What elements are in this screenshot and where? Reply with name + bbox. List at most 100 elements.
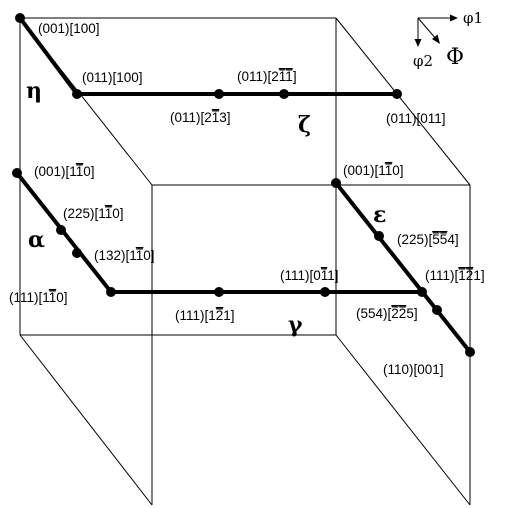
orientation-direction: 0] [143, 248, 154, 263]
axis-phi2-arrow [417, 17, 438, 41]
orientation-point [432, 305, 442, 315]
orientation-label: (111)[011] [280, 268, 339, 283]
orientation-direction: 1] [327, 268, 338, 283]
orientation-direction: 1] [223, 308, 234, 323]
orientation-point [106, 287, 116, 297]
orientation-point [72, 89, 82, 99]
orientation-index-bar: 2 [399, 306, 407, 321]
orientation-direction: 0] [392, 163, 403, 178]
orientation-point [214, 287, 224, 297]
orientation-direction: [1 [205, 308, 216, 323]
orientation-direction: 1] [473, 268, 484, 283]
eta-fiber-line [18, 16, 79, 96]
orientation-label: (554)[225] [356, 306, 418, 321]
orientation-direction: [100] [70, 21, 100, 36]
orientation-index-bar: 2 [216, 308, 224, 323]
orientation-plane: (011) [82, 70, 113, 85]
orientation-plane: (111) [9, 290, 39, 305]
orientation-plane: (225) [63, 206, 95, 221]
orientation-label: (011)[211] [237, 69, 297, 84]
orientation-direction: [ [455, 268, 459, 283]
orientation-index-bar: 1 [76, 164, 84, 179]
orientation-direction: [1 [375, 163, 386, 178]
orientation-plane: (225) [397, 232, 429, 247]
orientation-index-bar: 1 [385, 163, 393, 178]
orientation-direction: 0] [83, 164, 94, 179]
orientation-label: (111)[121] [175, 308, 235, 323]
orientation-plane: (111) [280, 268, 310, 283]
cube-edge [335, 17, 471, 186]
orientation-index-bar: 1 [105, 206, 113, 221]
orientation-direction: [1 [39, 290, 50, 305]
orientation-plane: (011) [237, 69, 268, 84]
orientation-label: (001)[110] [343, 163, 404, 178]
orientation-direction: 0] [56, 290, 67, 305]
orientation-index-bar: 5 [432, 232, 440, 247]
orientation-direction: 5] [406, 306, 417, 321]
orientation-label: (110)[001] [383, 362, 444, 377]
orientation-plane: (011) [386, 111, 417, 126]
orientation-point [331, 178, 341, 188]
orientation-point [417, 287, 427, 297]
orientation-plane: (111) [175, 308, 205, 323]
axis-phi2-arrowhead [432, 34, 440, 44]
epsilon-fiber-line [334, 181, 472, 354]
axis-phi2-label: φ2 [413, 52, 433, 70]
orientation-index-bar: 2 [391, 306, 399, 321]
orientation-plane: (554) [356, 306, 388, 321]
orientation-index-bar: 1 [285, 69, 293, 84]
orientation-label: (001)[100] [38, 21, 100, 36]
orientation-direction: 4] [447, 232, 458, 247]
axis-Phi-arrowhead [414, 39, 422, 47]
orientation-label: (111)[110] [9, 290, 68, 305]
orientation-direction: [001] [414, 362, 444, 377]
orientation-direction: [2 [201, 110, 212, 125]
orientation-point [214, 89, 224, 99]
orientation-plane: (110) [383, 362, 414, 377]
orientation-label: (011)[100] [82, 70, 143, 85]
orientation-label: (011)[213] [170, 110, 231, 125]
orientation-point [392, 89, 402, 99]
orientation-index-bar: 1 [458, 268, 466, 283]
orientation-index-bar: 1 [212, 110, 220, 125]
orientation-index-bar: 2 [466, 268, 474, 283]
orientation-direction: [1 [126, 248, 137, 263]
cube-edges [19, 17, 471, 506]
orientation-label: (001)[110] [34, 164, 95, 179]
orientation-index-bar: 1 [136, 248, 144, 263]
orientation-plane: (001) [38, 21, 70, 36]
orientation-plane: (132) [94, 248, 126, 263]
orientation-point [279, 89, 289, 99]
axis-phi1-label: φ1 [463, 9, 483, 27]
orientation-labels: (001)[100](011)[100](011)[211](011)[213]… [9, 21, 485, 377]
orientation-plane: (001) [343, 163, 375, 178]
alpha-label: α [28, 227, 45, 253]
orientation-index-bar: 5 [440, 232, 448, 247]
axis-Phi-label: Φ [446, 45, 464, 70]
axis-indicator: φ1 φ2 Φ [413, 9, 483, 70]
eta-label: η [26, 78, 42, 104]
axis-phi1-arrowhead [450, 14, 458, 22]
orientation-direction: [100] [113, 70, 143, 85]
fiber-labels: η ζ α γ ε [26, 78, 386, 338]
orientation-point [56, 225, 66, 235]
orientation-points [12, 13, 475, 357]
orientation-label: (111)[121] [425, 268, 485, 283]
orientation-index-bar: 1 [49, 290, 57, 305]
orientation-plane: (001) [34, 164, 66, 179]
orientation-direction: [0 [310, 268, 321, 283]
orientation-direction: [2 [268, 69, 279, 84]
orientation-direction: 3] [219, 110, 230, 125]
orientation-plane: (011) [170, 110, 201, 125]
cube-edge [335, 334, 471, 506]
orientation-point [72, 248, 82, 258]
orientation-label: (011)[011] [386, 111, 446, 126]
orientation-label: (225)[554] [397, 232, 459, 247]
orientation-point [465, 347, 475, 357]
orientation-direction: [1 [66, 164, 77, 179]
orientation-direction: [011] [417, 111, 446, 126]
orientation-index-bar: 1 [321, 268, 328, 283]
orientation-direction: [ [388, 306, 392, 321]
orientation-label: (225)[110] [63, 206, 124, 221]
